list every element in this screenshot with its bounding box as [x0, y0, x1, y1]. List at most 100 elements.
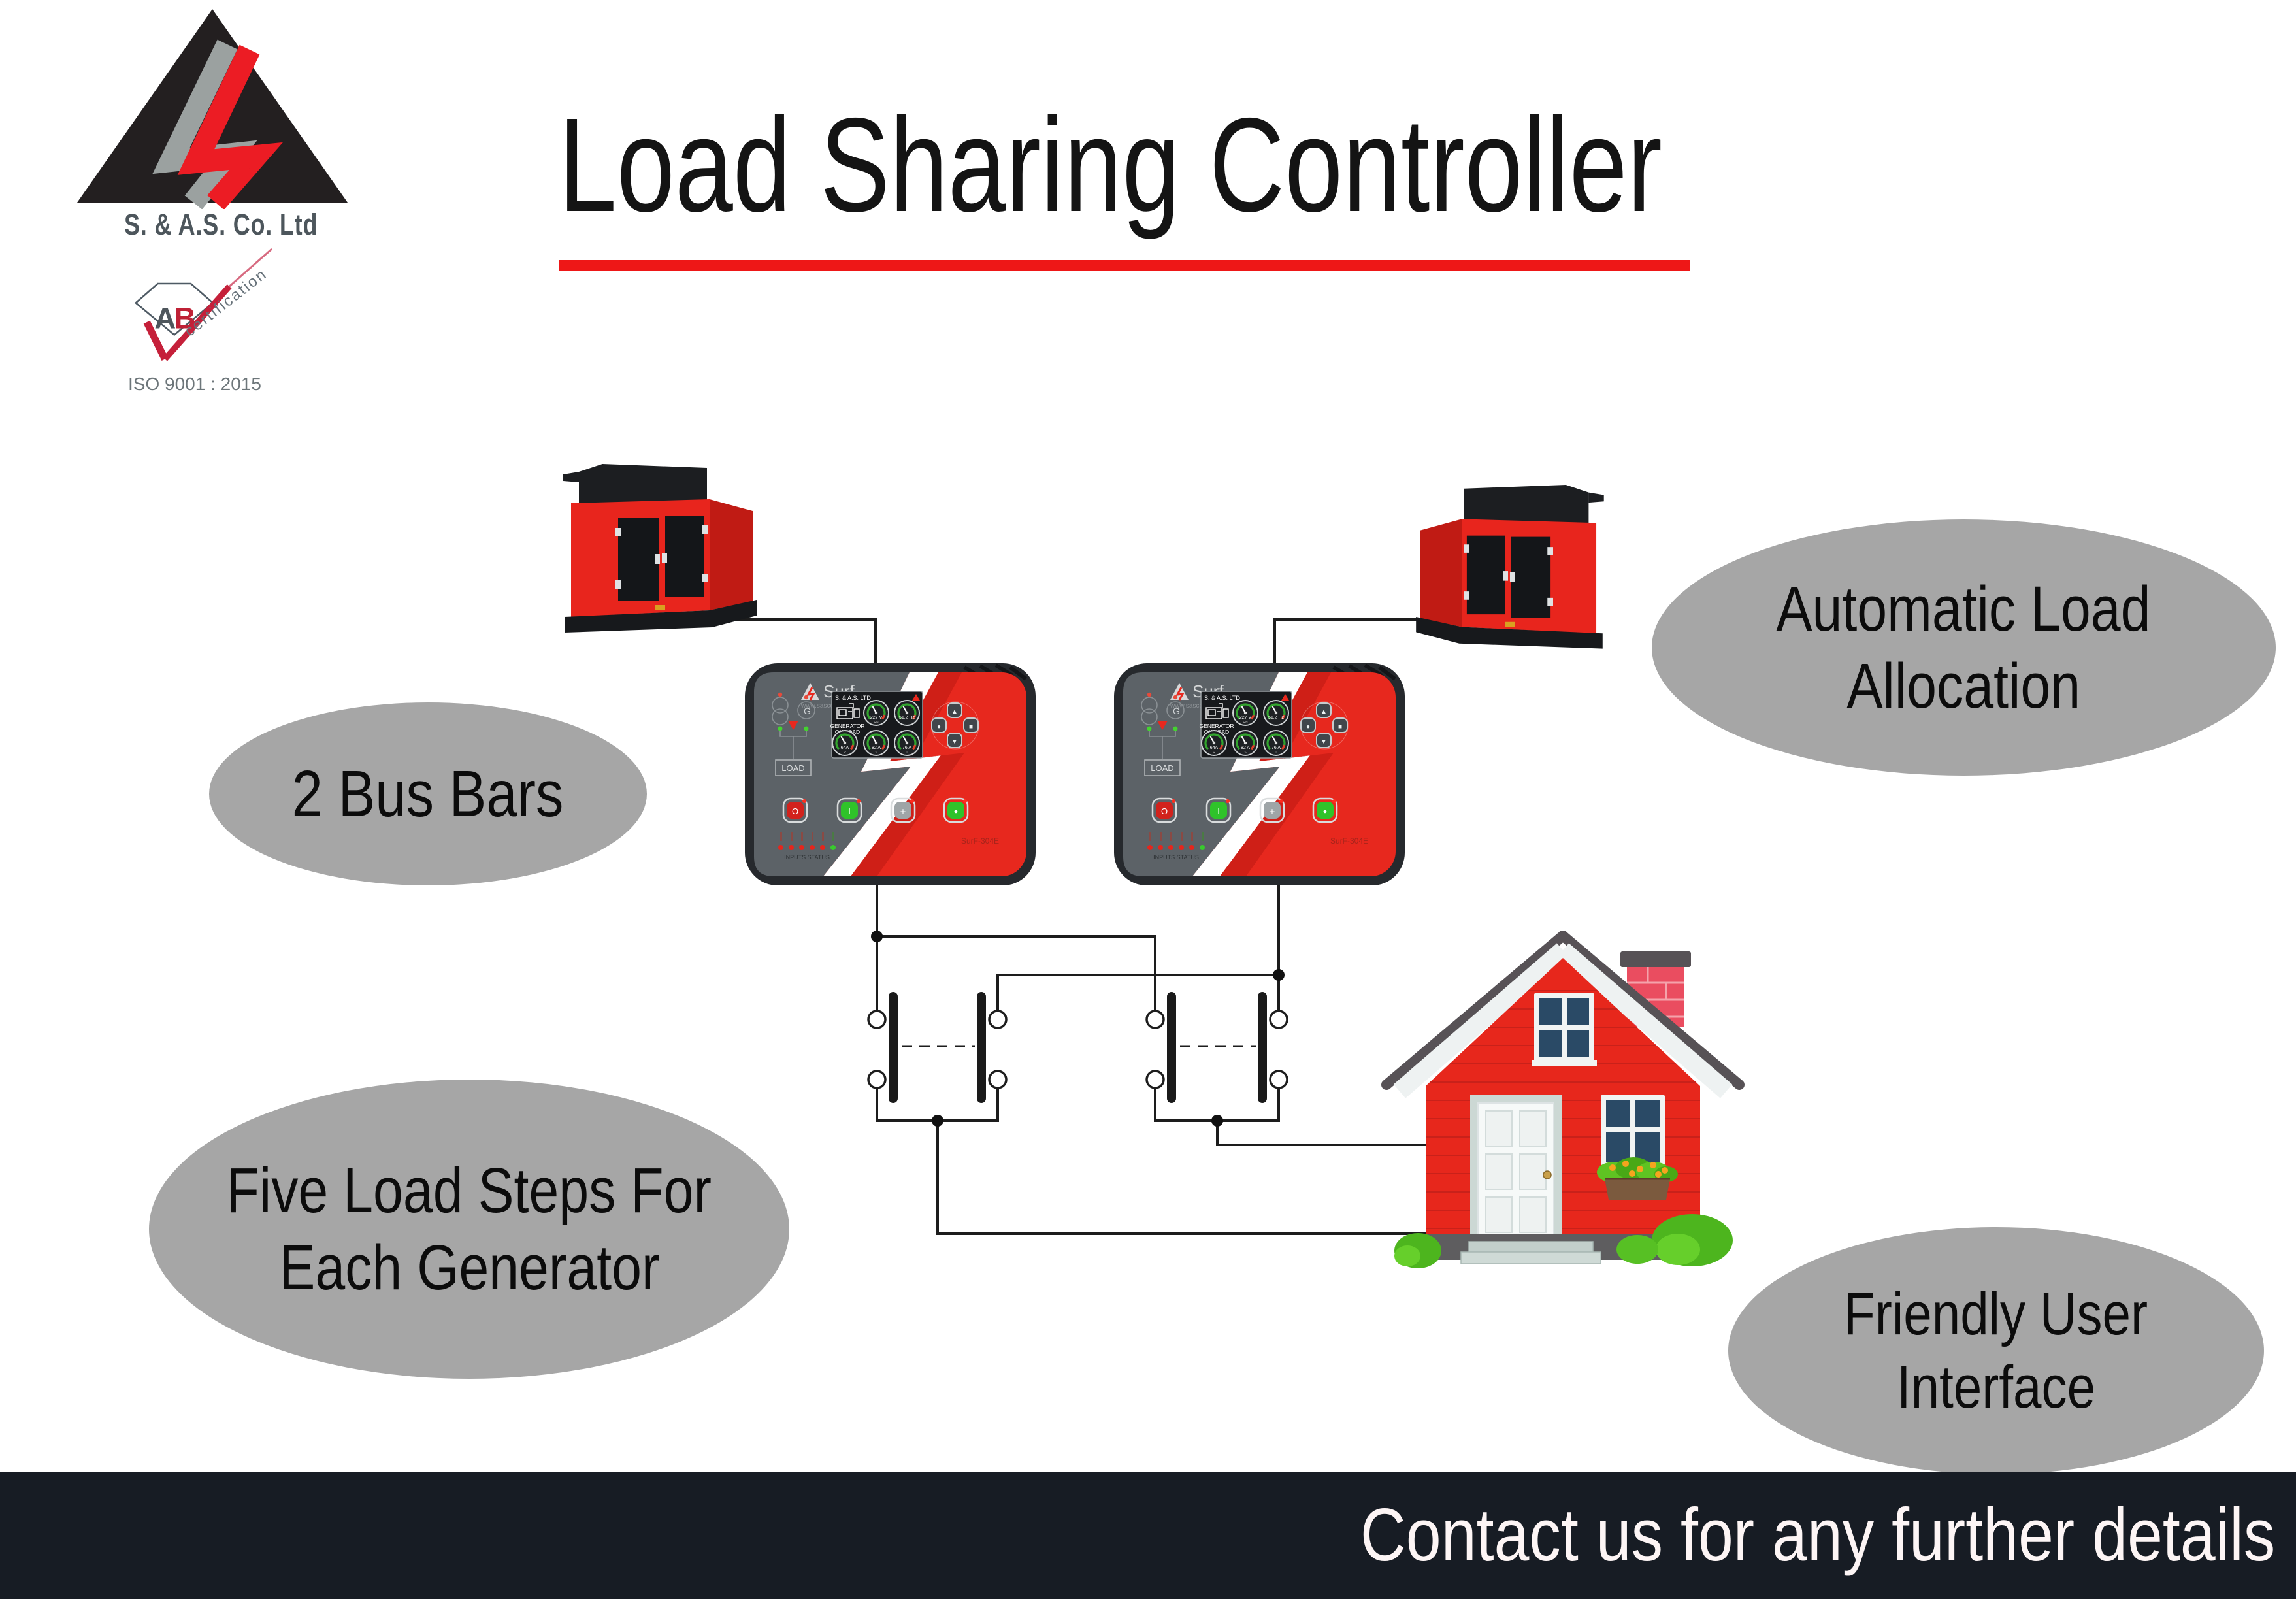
svg-text:■: ■	[969, 723, 973, 731]
svg-text:76 A: 76 A	[1271, 746, 1281, 750]
dpad-up-icon: ▲	[947, 702, 962, 718]
dpad: ▲ ▼ ● ■	[1300, 701, 1349, 750]
stop-button: O	[1151, 797, 1177, 823]
screen-status-1: GENERATOR	[1199, 723, 1234, 729]
generator-roof-unit	[1464, 484, 1589, 523]
panel-buttons: O I + ●	[1151, 797, 1338, 823]
transfer-button: +	[1259, 797, 1285, 823]
model-label: SurF-304E	[961, 836, 999, 846]
contactor-pair-1	[867, 992, 1008, 1103]
svg-text:S: S	[875, 751, 877, 755]
svg-text:I: I	[1217, 806, 1220, 816]
generator-door	[1466, 535, 1505, 615]
dpad: ▲ ▼ ● ■	[931, 701, 979, 750]
gauge-current-r: 64A R	[1200, 729, 1228, 757]
feature-bus-bars: 2 Bus Bars	[209, 702, 647, 885]
iso-label: ISO 9001 : 2015	[128, 374, 261, 394]
footer-bar: Contact us for any further details	[0, 1472, 2296, 1599]
load-label: LOAD	[781, 763, 804, 773]
title-underline	[559, 260, 1690, 271]
svg-text:RN: RN	[874, 721, 879, 725]
dpad-right-icon: ■	[963, 717, 979, 733]
inputs-status-label: INPUTS STATUS	[1153, 854, 1199, 861]
load-arrow-icon	[788, 721, 798, 730]
ab-letter-a: A	[154, 301, 176, 335]
svg-text:+: +	[1270, 806, 1275, 817]
svg-text:▼: ▼	[951, 738, 958, 746]
svg-text:R: R	[1213, 751, 1215, 755]
gauge-current-s: 82 A S	[1232, 729, 1259, 757]
check-icon	[143, 320, 169, 361]
svg-text:●: ●	[954, 808, 959, 816]
dpad-right-icon: ■	[1332, 717, 1348, 733]
screen-header: S. & A.S. LTD	[835, 695, 871, 701]
generator-base	[1416, 617, 1603, 649]
dpad-down-icon: ▼	[1316, 733, 1332, 748]
svg-text:51.2 Hz: 51.2 Hz	[899, 716, 915, 720]
company-logo-icon	[77, 9, 348, 209]
transfer-button: +	[890, 797, 916, 823]
svg-text:82 A: 82 A	[1241, 746, 1250, 750]
svg-text:RN: RN	[1243, 721, 1248, 725]
svg-text:76 A: 76 A	[902, 746, 911, 750]
dpad-left-icon: ●	[1300, 717, 1316, 733]
gauge-current-t: 76 A T	[893, 729, 921, 757]
inputs-status-leds: INPUTS STATUS	[778, 832, 836, 861]
gauge-current-t: 76 A T	[1262, 729, 1290, 757]
attic-window	[1532, 993, 1597, 1066]
auto-button: ●	[943, 797, 969, 823]
svg-text:O: O	[1161, 806, 1168, 816]
dpad-left-icon: ●	[931, 717, 947, 733]
lightning-bolt-icon	[1192, 672, 1310, 876]
generator-1	[563, 464, 757, 633]
load-arrow-icon	[1157, 721, 1168, 730]
gen-symbol-label: G	[804, 706, 811, 716]
mimic-diagram	[1141, 697, 1185, 759]
gauge-current-r: 64A R	[831, 729, 859, 757]
dpad-down-icon: ▼	[947, 733, 962, 748]
load-sharing-controller-2: Surf www.sascontrollers.com G LOAD S. & …	[1114, 663, 1405, 885]
svg-text:+: +	[900, 806, 906, 817]
gen-symbol-label: G	[1173, 706, 1180, 716]
svg-text:227 V: 227 V	[1239, 716, 1252, 720]
generator-base	[565, 600, 757, 633]
inputs-status-label: INPUTS STATUS	[784, 854, 830, 861]
ab-certification-icon: A B certification	[134, 248, 272, 361]
stop-button: O	[782, 797, 808, 823]
feature-automatic-load-allocation: Automatic Load Allocation	[1652, 519, 2276, 776]
generator-door	[665, 516, 704, 597]
mimic-diagram	[772, 697, 815, 759]
feature-five-load-steps: Five Load Steps For Each Generator	[149, 1080, 789, 1379]
svg-text:S: S	[1244, 751, 1247, 755]
svg-text:I: I	[848, 806, 851, 816]
house-illustration	[1381, 931, 1745, 1268]
roof-fascia	[1393, 943, 1569, 1098]
bushes	[1394, 1214, 1733, 1268]
main-window	[1601, 1095, 1665, 1167]
svg-text:64A: 64A	[1210, 746, 1219, 750]
panel-buttons: O I + ●	[782, 797, 969, 823]
svg-text:▲: ▲	[1320, 708, 1327, 716]
svg-text:T: T	[1275, 751, 1277, 755]
svg-text:▼: ▼	[1320, 738, 1327, 746]
door-steps	[1460, 1241, 1601, 1264]
front-door	[1470, 1095, 1562, 1242]
dpad-up-icon: ▲	[1316, 702, 1332, 718]
gauge-current-s: 82 A S	[862, 729, 890, 757]
footer-text: Contact us for any further details	[1360, 1494, 2275, 1577]
load-sharing-controller-1: Surf www.sascontrollers.com G LOAD S. & …	[745, 663, 1036, 885]
page-title: Load Sharing Controller	[559, 90, 1662, 240]
load-label: LOAD	[1151, 763, 1173, 773]
roof-ridge	[1381, 931, 1568, 1090]
auto-button: ●	[1312, 797, 1338, 823]
company-name: S. & A.S. Co. Ltd	[124, 208, 318, 241]
generator-roof-unit	[579, 464, 707, 503]
gauge-voltage: 227 V RN	[862, 699, 890, 727]
genset-icon	[836, 703, 860, 719]
screen-status-1: GENERATOR	[830, 723, 864, 729]
svg-text:■: ■	[1338, 723, 1342, 731]
warning-icon	[1281, 694, 1289, 701]
gauge-voltage: 227 V RN	[1232, 699, 1259, 727]
